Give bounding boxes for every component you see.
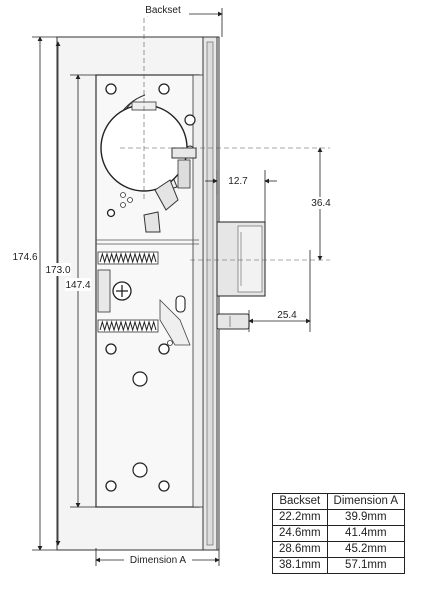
- table-header-row: Backset Dimension A: [272, 493, 406, 510]
- deadlatch: [216, 313, 250, 330]
- table-cell: 28.6mm: [272, 541, 328, 558]
- table-header-backset: Backset: [272, 493, 328, 510]
- lower-spring: [97, 319, 159, 333]
- dimension-lines: [32, 8, 323, 566]
- latch-height-label: 36.4: [311, 198, 331, 209]
- case-height-label: 147.4: [65, 280, 90, 291]
- table-row: 22.2mm 39.9mm: [272, 509, 406, 526]
- table-cell: 38.1mm: [272, 557, 328, 574]
- latch-offset-label: 12.7: [228, 176, 248, 187]
- backset-label: Backset: [145, 5, 181, 16]
- table-cell: 41.4mm: [326, 525, 406, 542]
- overall-height-label: 174.6: [12, 252, 37, 263]
- backset-dimension-table: Backset Dimension A 22.2mm 39.9mm 24.6mm…: [272, 493, 406, 574]
- screw-holes: [105, 83, 170, 492]
- table-cell: 45.2mm: [326, 541, 406, 558]
- faceplate-height-label: 173.0: [45, 265, 70, 276]
- table-header-dimension-a: Dimension A: [326, 493, 406, 510]
- table-row: 38.1mm 57.1mm: [272, 557, 406, 574]
- dimension-a-label: Dimension A: [130, 555, 186, 566]
- latch-bolt: [216, 221, 266, 297]
- table-cell: 22.2mm: [272, 509, 328, 526]
- table-row: 28.6mm 45.2mm: [272, 541, 406, 558]
- table-cell: 57.1mm: [326, 557, 406, 574]
- upper-spring: [97, 251, 159, 265]
- mounting-holes: [132, 371, 148, 478]
- table-cell: 39.9mm: [326, 509, 406, 526]
- center-lines: [120, 10, 330, 261]
- table-row: 24.6mm 41.4mm: [272, 525, 406, 542]
- center-screw: [97, 269, 191, 346]
- deadlatch-offset-label: 25.4: [277, 310, 297, 321]
- table-cell: 24.6mm: [272, 525, 328, 542]
